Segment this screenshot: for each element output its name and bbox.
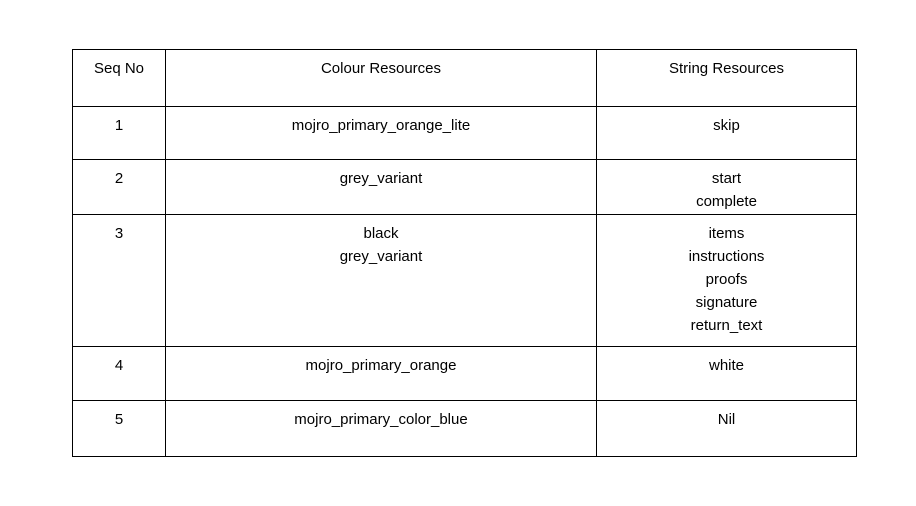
cell-string-resources-value: Nil	[717, 411, 736, 428]
resources-table: Seq No Colour Resources String Resources…	[72, 49, 857, 457]
cell-colour-resources: mojro_primary_orange_lite	[165, 106, 597, 160]
cell-string-resources: white	[596, 346, 857, 401]
cell-colour-resources: mojro_primary_orange	[165, 346, 597, 401]
cell-seq-no: 3	[72, 214, 166, 347]
cell-colour-resources-value: mojro_primary_orange_lite	[291, 117, 471, 134]
column-header-colour-resources-label: Colour Resources	[320, 60, 442, 77]
table-row: 4 mojro_primary_orange white	[72, 346, 857, 401]
cell-string-resources-value: items instructions proofs signature retu…	[688, 225, 765, 334]
column-header-seq-no: Seq No	[72, 49, 166, 107]
cell-seq-no: 4	[72, 346, 166, 401]
cell-colour-resources: grey_variant	[165, 159, 597, 215]
table-body: 1 mojro_primary_orange_lite skip 2 grey_…	[72, 106, 857, 457]
cell-colour-resources: black grey_variant	[165, 214, 597, 347]
cell-seq-no-value: 3	[114, 225, 124, 242]
cell-colour-resources-value: mojro_primary_orange	[305, 357, 457, 374]
cell-seq-no-value: 5	[114, 411, 124, 428]
cell-string-resources: skip	[596, 106, 857, 160]
cell-string-resources: start complete	[596, 159, 857, 215]
table-row: 1 mojro_primary_orange_lite skip	[72, 106, 857, 160]
cell-string-resources: items instructions proofs signature retu…	[596, 214, 857, 347]
cell-seq-no: 5	[72, 400, 166, 457]
table-row: 2 grey_variant start complete	[72, 159, 857, 215]
table-header-row: Seq No Colour Resources String Resources	[72, 49, 857, 107]
cell-string-resources-value: skip	[713, 117, 740, 134]
table-row: 3 black grey_variant items instructions …	[72, 214, 857, 347]
cell-colour-resources-value: mojro_primary_color_blue	[294, 411, 468, 428]
cell-seq-no-value: 2	[114, 170, 124, 187]
column-header-colour-resources: Colour Resources	[165, 49, 597, 107]
table-row: 5 mojro_primary_color_blue Nil	[72, 400, 857, 457]
cell-string-resources-value: white	[708, 357, 745, 374]
cell-colour-resources: mojro_primary_color_blue	[165, 400, 597, 457]
cell-colour-resources-value: grey_variant	[339, 170, 423, 187]
column-header-string-resources-label: String Resources	[668, 60, 785, 77]
cell-seq-no: 2	[72, 159, 166, 215]
table-header: Seq No Colour Resources String Resources	[72, 49, 857, 107]
cell-colour-resources-value: black grey_variant	[339, 225, 423, 265]
cell-string-resources: Nil	[596, 400, 857, 457]
column-header-string-resources: String Resources	[596, 49, 857, 107]
cell-string-resources-value: start complete	[696, 170, 757, 210]
cell-seq-no-value: 4	[114, 357, 124, 374]
cell-seq-no: 1	[72, 106, 166, 160]
column-header-seq-no-label: Seq No	[93, 60, 145, 77]
cell-seq-no-value: 1	[114, 117, 124, 134]
